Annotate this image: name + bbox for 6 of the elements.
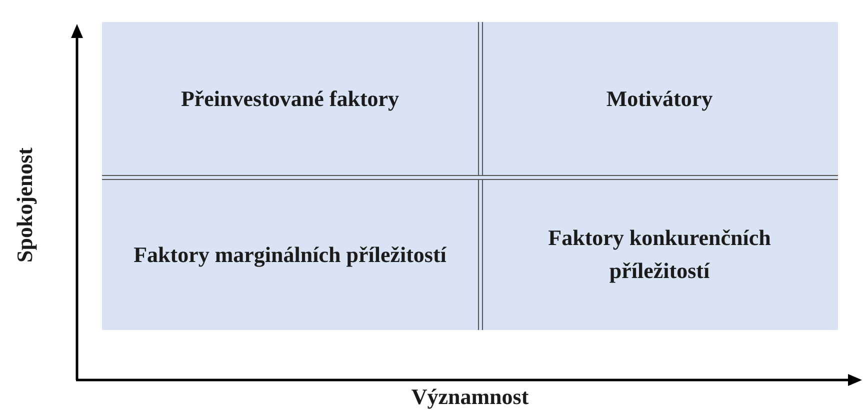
quadrant: Faktory marginálních příležitostí: [102, 178, 478, 330]
quadrant: Přeinvestované faktory: [102, 22, 478, 175]
axis-title: Spokojenost: [12, 148, 38, 262]
quadrant: Faktory konkurenčních příležitostí: [481, 178, 838, 330]
quadrant: Motivátory: [481, 22, 838, 175]
axis-title: Významnost: [411, 384, 529, 410]
